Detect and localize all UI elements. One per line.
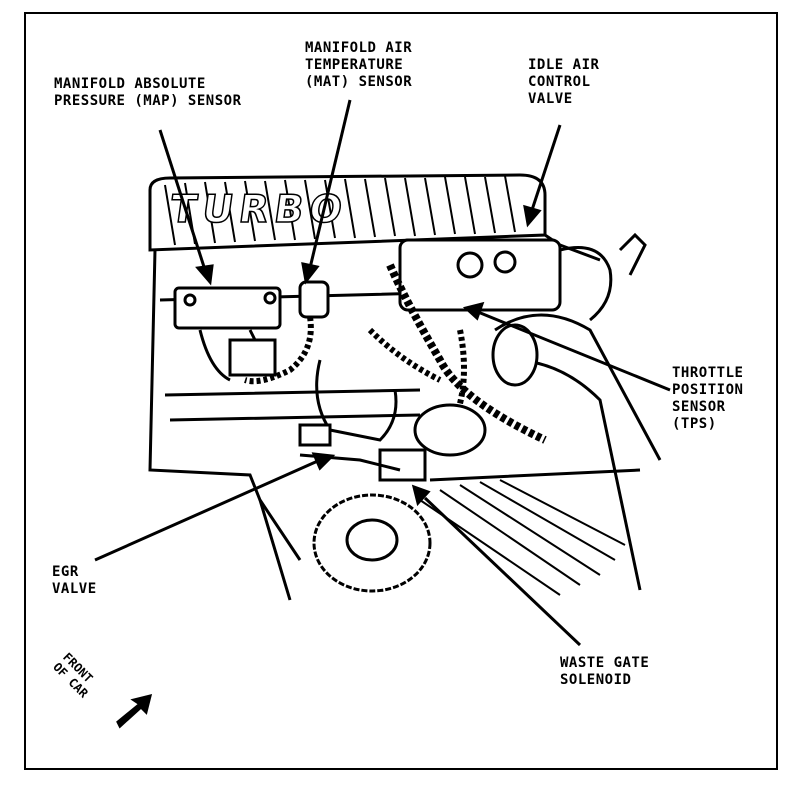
leader-lines (94, 99, 671, 647)
mat-sensor-label: MANIFOLD AIR TEMPERATURE (MAT) SENSOR (305, 40, 413, 90)
plenum-ribs (164, 175, 516, 246)
idle-air-valve (398, 238, 562, 312)
map-sensor-label: MANIFOLD ABSOLUTE PRESSURE (MAP) SENSOR (54, 76, 242, 109)
waste-gate-label: WASTE GATE SOLENOID (560, 655, 650, 688)
tps-label: THROTTLE POSITION SENSOR (TPS) (672, 365, 744, 432)
front-of-car-arrow (116, 693, 153, 729)
waste-gate-solenoid (378, 448, 427, 482)
idle-air-control-label: IDLE AIR CONTROL VALVE (528, 57, 600, 107)
egr-valve (298, 423, 332, 447)
diagram-frame (24, 12, 778, 770)
map-sensor (173, 286, 282, 330)
turbo-plenum (148, 173, 547, 252)
mat-sensor (298, 280, 330, 319)
egr-valve-label: EGR VALVE (52, 564, 97, 597)
